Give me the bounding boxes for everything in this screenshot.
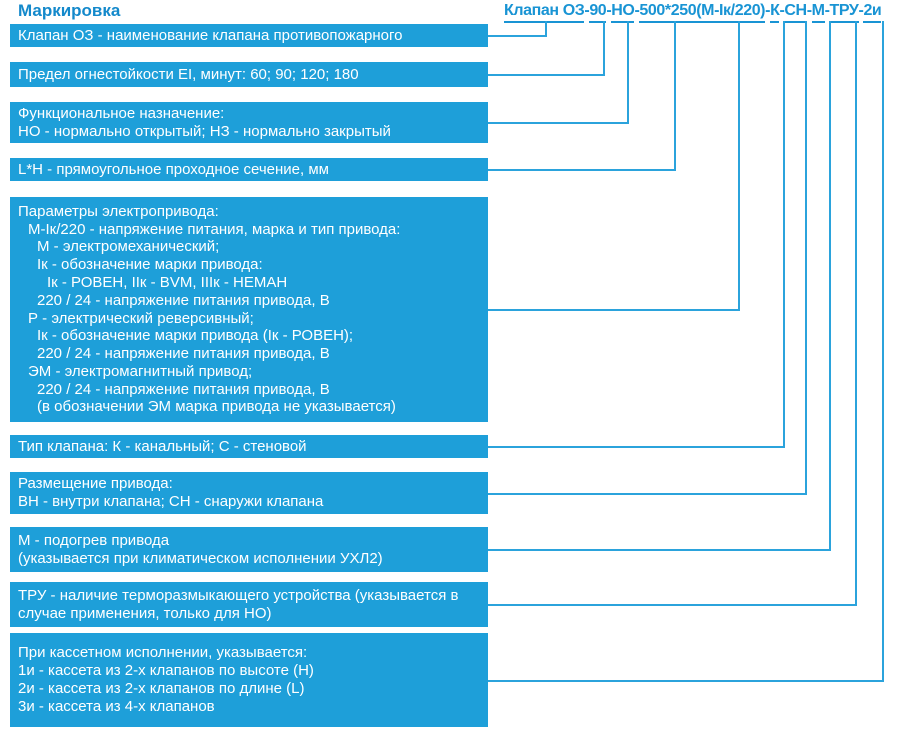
- label-line: Тип клапана: К - канальный; С - стеновой: [18, 437, 307, 455]
- label-box-fire-resistance: Предел огнестойкости EI, минут: 60; 90; …: [10, 62, 488, 87]
- code-segment-cassette: 2и: [863, 2, 882, 23]
- label-line: Р - электрический реверсивный;: [28, 309, 254, 327]
- code-segment-size-and-actuator: 500*250(М-Iк/220): [639, 2, 766, 23]
- label-line: НО - нормально открытый; НЗ - нормально …: [18, 122, 391, 140]
- code-separator: -: [806, 2, 812, 19]
- label-box-thermal-release: ТРУ - наличие терморазмыкающего устройст…: [10, 582, 488, 627]
- label-line: М-Iк/220 - напряжение питания, марка и т…: [28, 220, 401, 238]
- code-segment-fire-resistance: 90: [589, 2, 607, 23]
- label-line: L*H - прямоугольное проходное сечение, м…: [18, 160, 329, 178]
- code-segment-functional-purpose: НО: [611, 2, 635, 23]
- label-line: Клапан ОЗ - наименование клапана противо…: [18, 26, 403, 44]
- label-line: М - электромеханический;: [37, 238, 220, 256]
- code-separator: -: [584, 2, 590, 19]
- label-box-actuator-heating: М - подогрев привода (указывается при кл…: [10, 527, 488, 572]
- label-line: 220 / 24 - напряжение питания привода, В: [37, 291, 330, 309]
- label-line: 1и - кассета из 2-х клапанов по высоте (…: [18, 662, 314, 680]
- connector-cross-section: [488, 21, 676, 171]
- label-line: ЭМ - электромагнитный привод;: [28, 362, 253, 380]
- label-line: Параметры электропривода:: [18, 202, 219, 220]
- label-line: 3и - кассета из 4-х клапанов: [18, 697, 215, 715]
- code-separator: -: [606, 2, 612, 19]
- label-box-actuator-parameters: Параметры электропривода: М-Iк/220 - нап…: [10, 197, 488, 422]
- label-line: 220 / 24 - напряжение питания привода, В: [37, 380, 330, 398]
- label-line: Iк - обозначение марки привода (Iк - РОВ…: [37, 327, 354, 345]
- connector-actuator-heating: [488, 21, 831, 551]
- label-line: ТРУ - наличие терморазмыкающего устройст…: [18, 586, 459, 604]
- label-box-cassette-version: При кассетном исполнении, указывается: 1…: [10, 633, 488, 727]
- page-title: Маркировка: [18, 1, 121, 20]
- code-segment-valve-name: Клапан ОЗ: [504, 2, 585, 23]
- code-segment-placement: СН: [784, 2, 807, 23]
- label-box-actuator-placement: Размещение привода: ВН - внутри клапана;…: [10, 472, 488, 514]
- label-line: Iк - обозначение марки привода:: [37, 256, 263, 274]
- label-line: Предел огнестойкости EI, минут: 60; 90; …: [18, 65, 359, 83]
- code-segment-valve-type: К: [770, 2, 780, 23]
- code-separator: -: [858, 2, 864, 19]
- product-code: Клапан ОЗ-90-НО-500*250(М-Iк/220)-К-СН-М…: [504, 2, 882, 23]
- connector-actuator-placement: [488, 21, 807, 495]
- code-separator: -: [765, 2, 771, 19]
- label-box-functional-purpose: Функциональное назначение: НО - нормальн…: [10, 102, 488, 143]
- label-line: (в обозначении ЭМ марка привода не указы…: [37, 398, 396, 416]
- label-line: При кассетном исполнении, указывается:: [18, 644, 308, 662]
- label-line: Функциональное назначение:: [18, 104, 225, 122]
- label-box-cross-section: L*H - прямоугольное проходное сечение, м…: [10, 158, 488, 181]
- label-line: (указывается при климатическом исполнени…: [18, 549, 383, 567]
- label-line: ВН - внутри клапана; СН - снаружи клапан…: [18, 493, 324, 510]
- connector-fire-resistance: [488, 21, 605, 76]
- connector-valve-name: [488, 21, 547, 37]
- connector-thermal-release: [488, 21, 857, 606]
- label-line: 2и - кассета из 2-х клапанов по длине (L…: [18, 680, 305, 697]
- connector-valve-type: [488, 21, 785, 448]
- code-separator: -: [779, 2, 785, 19]
- connector-functional-purpose: [488, 21, 629, 124]
- label-line: Размещение привода:: [18, 475, 173, 493]
- code-separator: -: [824, 2, 830, 19]
- code-segment-thermal-release: ТРУ: [829, 2, 859, 23]
- code-segment-heating: М: [811, 2, 825, 23]
- label-box-valve-name: Клапан ОЗ - наименование клапана противо…: [10, 24, 488, 47]
- label-line: 220 / 24 - напряжение питания привода, В: [37, 345, 330, 363]
- connector-actuator-parameters: [488, 21, 740, 311]
- label-line: М - подогрев привода: [18, 531, 170, 549]
- code-separator: -: [634, 2, 640, 19]
- connector-cassette-version: [488, 21, 884, 682]
- label-line: случае применения, только для НО): [18, 604, 272, 622]
- label-box-valve-type: Тип клапана: К - канальный; С - стеновой: [10, 435, 488, 458]
- label-line: Iк - РОВЕН, IIк - BVM, IIIк - НЕМАН: [47, 273, 288, 291]
